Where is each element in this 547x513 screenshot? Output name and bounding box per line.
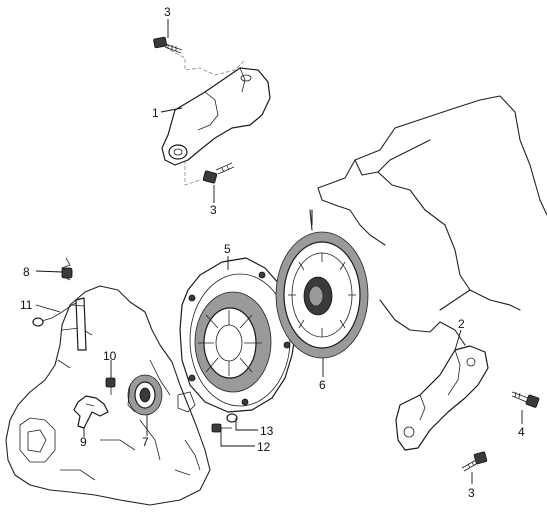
release-bearing xyxy=(127,374,163,416)
clutch-cover-pressure-plate xyxy=(179,257,297,413)
callout-9: 9 xyxy=(80,435,87,449)
fork-bolt xyxy=(105,377,116,395)
release-fork xyxy=(73,395,109,429)
callout-3-mid: 3 xyxy=(210,203,217,217)
transmission-case-outline xyxy=(5,285,211,506)
callout-labels: 3 1 3 5 8 11 10 9 7 13 12 6 2 4 3 xyxy=(20,5,525,500)
callout-13: 13 xyxy=(260,424,274,438)
callout-7: 7 xyxy=(142,435,149,449)
lower-right-bracket xyxy=(395,345,489,451)
callout-1: 1 xyxy=(152,106,159,120)
callout-8: 8 xyxy=(23,265,30,279)
bolt-bracket xyxy=(511,391,540,408)
clip-spring xyxy=(60,257,74,281)
callout-4: 4 xyxy=(518,425,525,439)
bolt-mid xyxy=(202,162,235,184)
callout-11: 11 xyxy=(20,298,33,312)
washer-and-bolt xyxy=(211,413,238,433)
bolt-lower xyxy=(461,451,488,472)
callout-3-lower: 3 xyxy=(468,486,475,500)
callout-2: 2 xyxy=(458,317,465,331)
leader-lines xyxy=(35,19,523,484)
callout-3-upper: 3 xyxy=(164,5,171,19)
release-fork-shaft xyxy=(32,297,87,351)
upper-mount-bracket xyxy=(161,49,271,186)
callout-10: 10 xyxy=(103,349,117,363)
engine-block-outline xyxy=(309,95,547,346)
callout-5: 5 xyxy=(224,242,231,256)
callout-12: 12 xyxy=(257,440,271,454)
callout-6: 6 xyxy=(319,378,326,392)
clutch-disc xyxy=(275,231,369,359)
bolt-upper xyxy=(153,36,183,54)
